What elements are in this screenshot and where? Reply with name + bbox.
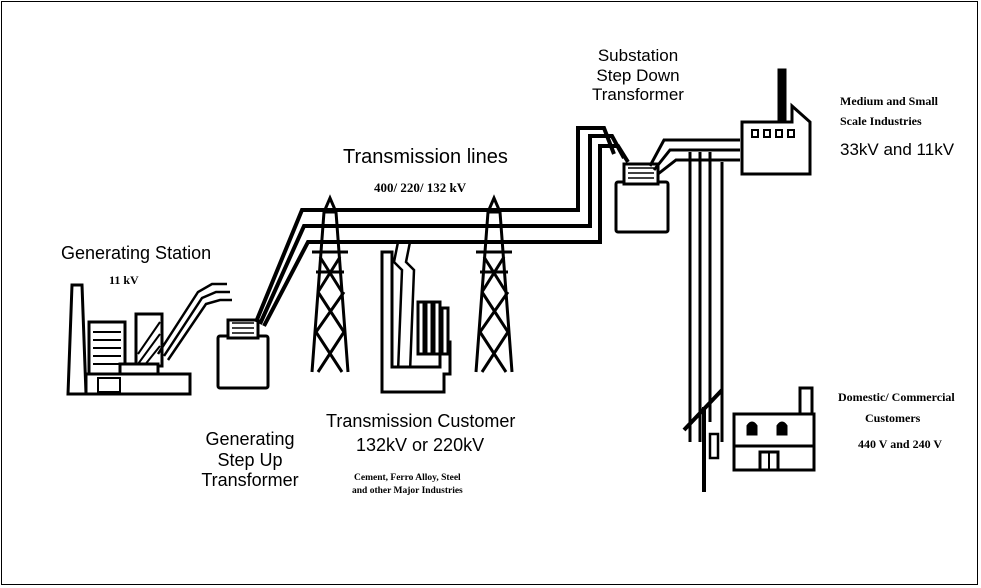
step-down-transformer-icon bbox=[614, 162, 670, 234]
medium-small-industry-factory-icon bbox=[740, 68, 812, 176]
domestic-house-icon bbox=[732, 386, 816, 472]
distribution-lines-domestic bbox=[688, 152, 724, 442]
generating-station-icon bbox=[66, 283, 192, 396]
generator-leads bbox=[156, 282, 232, 361]
medium-small-industries-line-1: Medium and Small bbox=[840, 94, 939, 108]
domestic-commercial-voltage: 440 V and 240 V bbox=[858, 437, 943, 451]
domestic-commercial-line-2: Customers bbox=[865, 411, 921, 425]
substation-line-2: Step Down bbox=[596, 65, 680, 85]
transmission-customer-factory-icon bbox=[380, 241, 452, 394]
transmission-customer-note-2: and other Major Industries bbox=[352, 486, 463, 496]
step-up-transformer-icon bbox=[216, 318, 270, 390]
distribution-pole-icon bbox=[682, 388, 724, 492]
medium-small-industries-voltage: 33kV and 11kV bbox=[840, 140, 955, 159]
domestic-commercial-line-1: Domestic/ Commercial bbox=[838, 390, 955, 404]
pylon-2-icon bbox=[474, 194, 514, 373]
pylon-1-icon bbox=[310, 194, 350, 373]
transmission-lines-title: Transmission lines bbox=[343, 146, 508, 168]
transmission-lines-wires bbox=[254, 126, 630, 327]
step-up-line-1: Generating bbox=[205, 429, 295, 449]
step-up-transformer-label: Generating Step Up Transformer bbox=[200, 429, 300, 491]
step-up-line-3: Transformer bbox=[201, 470, 299, 491]
substation-line-1: Substation bbox=[597, 46, 679, 65]
transmission-customer-voltage: 132kV or 220kV bbox=[356, 435, 485, 455]
medium-small-industries-line-2: Scale Industries bbox=[840, 114, 922, 128]
transmission-customer-note-1: Cement, Ferro Alloy, Steel bbox=[354, 473, 461, 483]
transmission-customer-title: Transmission Customer bbox=[326, 411, 516, 431]
transmission-lines-voltage: 400/ 220/ 132 kV bbox=[374, 180, 467, 195]
distribution-lines-industries bbox=[648, 138, 740, 176]
substation-label: Substation Step Down Transformer bbox=[578, 46, 698, 105]
step-up-line-2: Step Up bbox=[217, 449, 283, 470]
generating-station-title: Generating Station bbox=[61, 243, 212, 263]
generating-station-voltage: 11 kV bbox=[109, 273, 139, 287]
substation-line-3: Transformer bbox=[592, 85, 684, 105]
